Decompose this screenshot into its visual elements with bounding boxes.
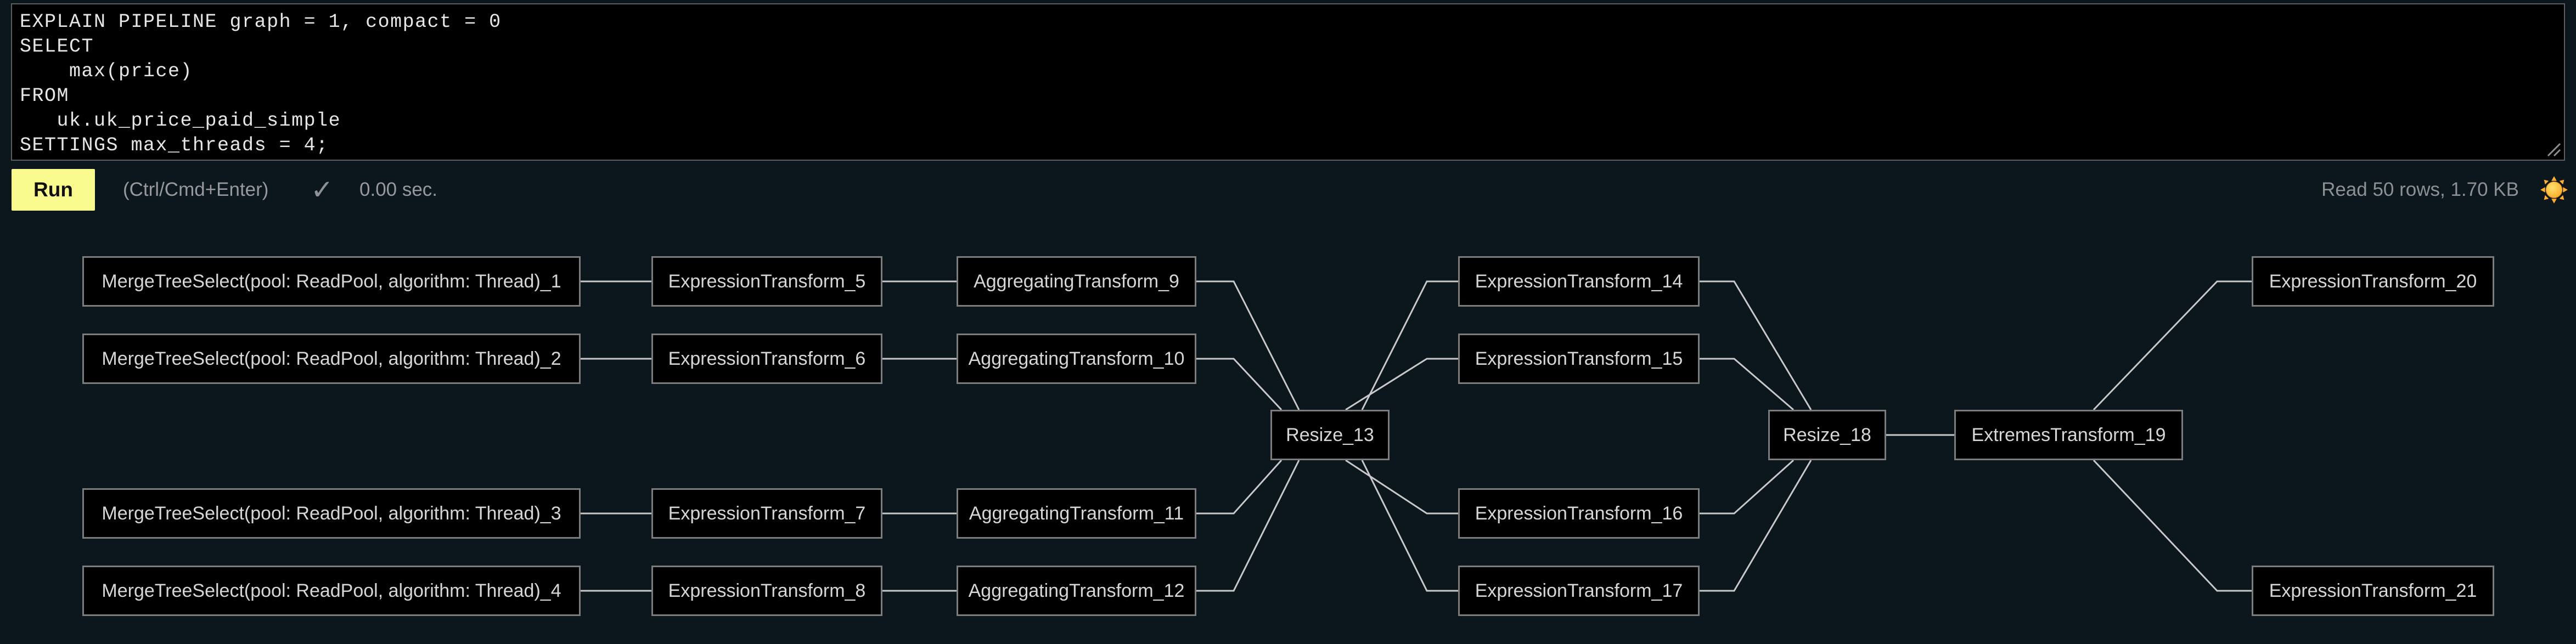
run-button[interactable]: Run (12, 169, 95, 211)
pipeline-edge (1196, 358, 1283, 411)
pipeline-edge (1196, 459, 1283, 515)
sql-editor-input[interactable]: EXPLAIN PIPELINE graph = 1, compact = 0 … (11, 3, 2565, 161)
pipeline-node-AggregatingTransform_11: AggregatingTransform_11 (957, 488, 1196, 539)
pipeline-edge (1345, 459, 1458, 515)
editor-resize-grip-icon[interactable] (2544, 139, 2562, 158)
sql-editor-area: EXPLAIN PIPELINE graph = 1, compact = 0 … (11, 3, 2565, 161)
pipeline-node-MergeTreeSelect_4: MergeTreeSelect(pool: ReadPool, algorith… (82, 566, 581, 616)
pipeline-edge (1361, 460, 1458, 592)
theme-toggle-sun-icon[interactable] (2540, 176, 2568, 204)
pipeline-node-MergeTreeSelect_3: MergeTreeSelect(pool: ReadPool, algorith… (82, 488, 581, 539)
pipeline-node-ExpressionTransform_20: ExpressionTransform_20 (2252, 256, 2494, 307)
pipeline-edge (1700, 358, 1794, 411)
theme-toggle[interactable] (2540, 169, 2568, 211)
read-stats: Read 50 rows, 1.70 KB (2321, 179, 2519, 200)
pipeline-node-MergeTreeSelect_2: MergeTreeSelect(pool: ReadPool, algorith… (82, 334, 581, 384)
pipeline-node-AggregatingTransform_10: AggregatingTransform_10 (957, 334, 1196, 384)
success-check-icon: ✓ (311, 174, 334, 206)
pipeline-node-ExpressionTransform_8: ExpressionTransform_8 (651, 566, 882, 616)
pipeline-node-AggregatingTransform_12: AggregatingTransform_12 (957, 566, 1196, 616)
pipeline-node-ExpressionTransform_7: ExpressionTransform_7 (651, 488, 882, 539)
pipeline-edge (2093, 280, 2252, 411)
shortcut-hint: (Ctrl/Cmd+Enter) (123, 179, 269, 200)
pipeline-node-ExpressionTransform_15: ExpressionTransform_15 (1458, 334, 1700, 384)
pipeline-node-ExpressionTransform_5: ExpressionTransform_5 (651, 256, 882, 307)
pipeline-node-Resize_13: Resize_13 (1270, 410, 1390, 460)
pipeline-node-Resize_18: Resize_18 (1768, 410, 1886, 460)
pipeline-edge (1700, 460, 1812, 592)
pipeline-node-ExpressionTransform_17: ExpressionTransform_17 (1458, 566, 1700, 616)
pipeline-edge (1196, 460, 1300, 592)
pipeline-edge (1345, 358, 1458, 411)
pipeline-node-ExpressionTransform_6: ExpressionTransform_6 (651, 334, 882, 384)
pipeline-edge (1700, 459, 1795, 515)
pipeline-node-ExtremesTransform_19: ExtremesTransform_19 (1954, 410, 2183, 460)
pipeline-edge (2093, 459, 2252, 592)
pipeline-node-ExpressionTransform_14: ExpressionTransform_14 (1458, 256, 1700, 307)
pipeline-node-AggregatingTransform_9: AggregatingTransform_9 (957, 256, 1196, 307)
pipeline-edge (1700, 280, 1812, 410)
pipeline-node-MergeTreeSelect_1: MergeTreeSelect(pool: ReadPool, algorith… (82, 256, 581, 307)
pipeline-edge (1361, 280, 1458, 410)
pipeline-node-ExpressionTransform_16: ExpressionTransform_16 (1458, 488, 1700, 539)
pipeline-node-ExpressionTransform_21: ExpressionTransform_21 (2252, 566, 2494, 616)
pipeline-edge (1196, 280, 1300, 410)
elapsed-time: 0.00 sec. (359, 179, 438, 200)
